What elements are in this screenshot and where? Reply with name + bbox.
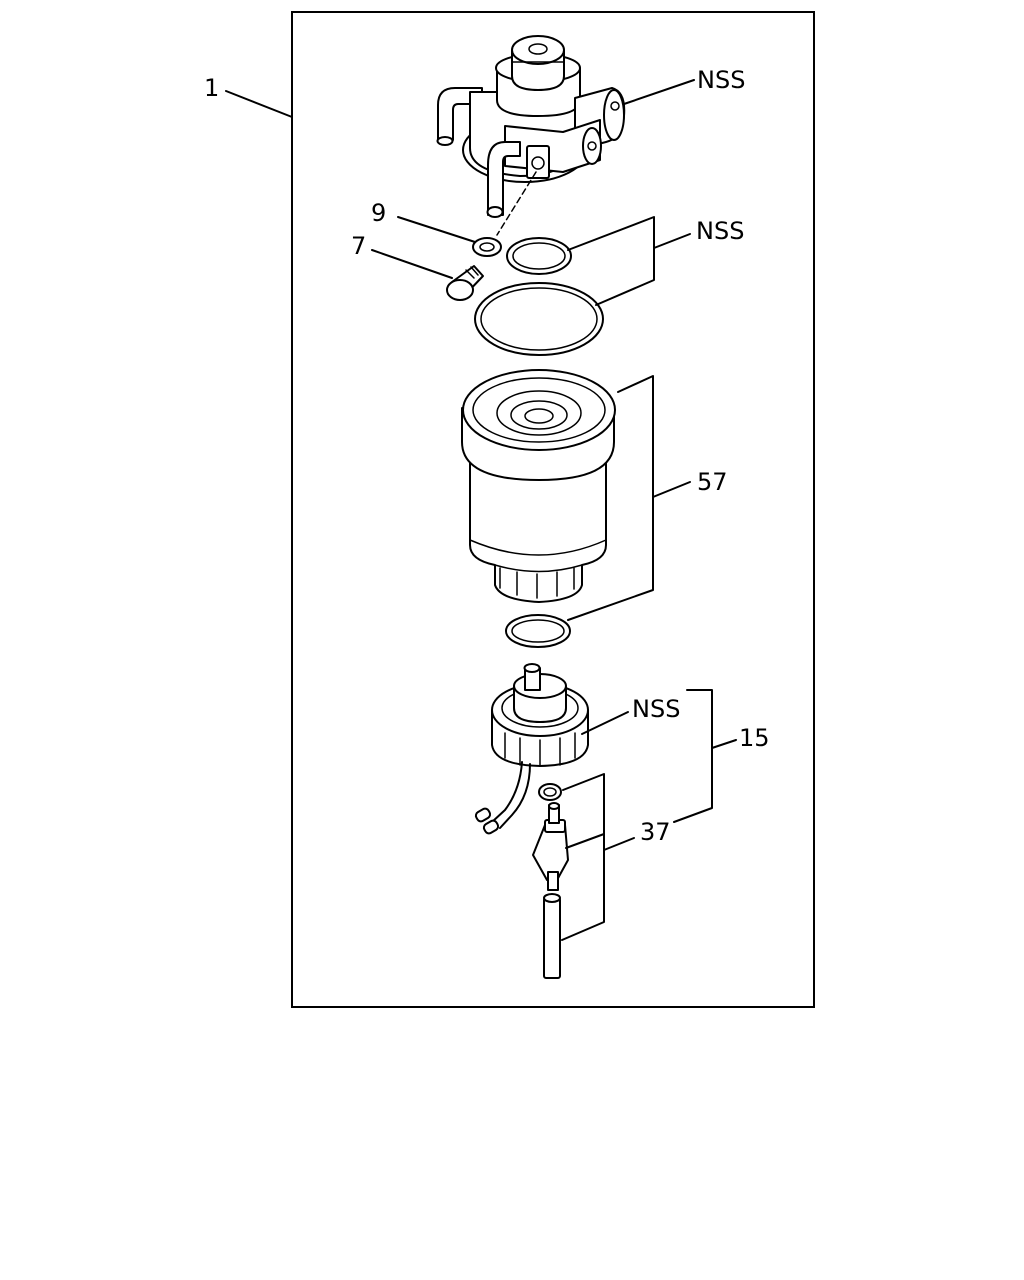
filter-head xyxy=(436,35,626,218)
label-drain-kit: 37 xyxy=(640,818,671,846)
water-sensor-bowl xyxy=(474,663,589,835)
drain-kit xyxy=(532,783,569,979)
o-ring-large xyxy=(474,282,604,356)
plug-7 xyxy=(446,265,484,301)
label-gasket: 9 xyxy=(371,199,386,227)
label-plug: 7 xyxy=(351,232,366,260)
label-nss-bowl: NSS xyxy=(632,695,680,723)
o-ring-bottom xyxy=(505,614,571,648)
o-ring-small xyxy=(506,237,572,275)
assembly-frame xyxy=(291,11,815,1008)
label-filter: 57 xyxy=(697,468,728,496)
label-assembly: 1 xyxy=(204,74,219,102)
label-nss-head: NSS xyxy=(697,66,745,94)
gasket-9 xyxy=(472,237,502,257)
filter-cartridge xyxy=(461,369,616,603)
label-sensor-assembly: 15 xyxy=(739,724,770,752)
label-nss-rings: NSS xyxy=(696,217,744,245)
